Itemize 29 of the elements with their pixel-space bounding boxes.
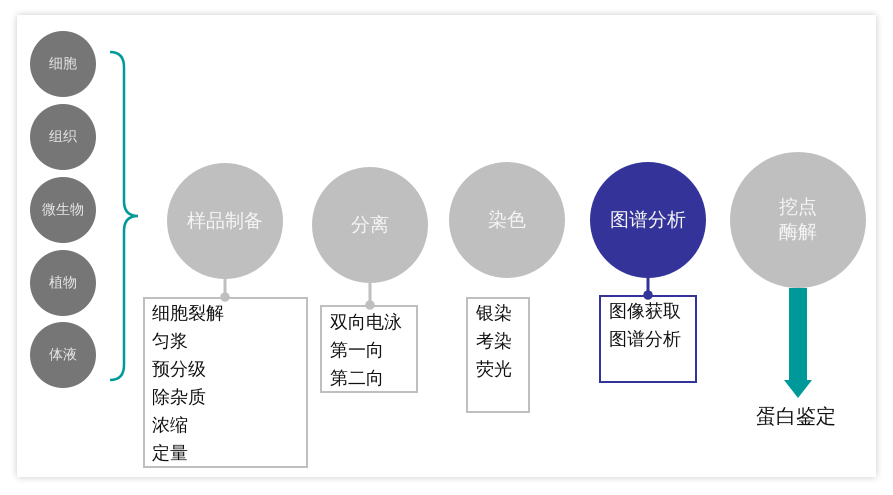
list-item: 除杂质 <box>152 386 206 409</box>
result-label: 蛋白鉴定 <box>752 400 840 432</box>
list-item: 图像获取 <box>609 300 681 323</box>
connector-line <box>365 283 375 310</box>
circle-label: 微生物 <box>42 201 84 219</box>
list-item: 第二向 <box>330 367 384 390</box>
step-list-box <box>320 305 418 393</box>
circle-label: 图谱分析 <box>610 208 686 233</box>
circle-label: 体液 <box>49 346 77 364</box>
circle-label: 组织 <box>49 128 77 146</box>
step-list-box <box>143 297 308 468</box>
circle-label: 植物 <box>49 274 77 292</box>
list-item: 图谱分析 <box>609 328 681 351</box>
list-item: 细胞裂解 <box>152 302 224 325</box>
list-item: 考染 <box>476 330 512 353</box>
list-item: 定量 <box>152 442 188 465</box>
list-item: 银染 <box>476 302 512 325</box>
list-item: 荧光 <box>476 358 512 381</box>
list-item: 双向电泳 <box>330 311 402 334</box>
step-list-box <box>466 297 530 413</box>
step-list-box <box>599 295 697 383</box>
connector-line <box>220 279 230 302</box>
list-item: 预分级 <box>152 358 206 381</box>
connector-line <box>643 278 653 300</box>
circle-label: 细胞 <box>49 55 77 73</box>
list-item: 浓缩 <box>152 414 188 437</box>
list-item: 第一向 <box>330 339 384 362</box>
block-arrow <box>784 288 812 398</box>
list-item: 匀浆 <box>152 330 188 353</box>
